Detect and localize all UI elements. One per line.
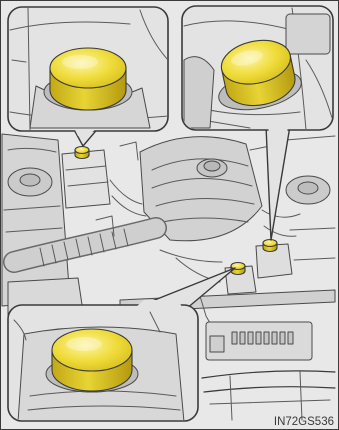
figure-code: IN72GS536	[274, 416, 334, 428]
coolant-cap	[50, 48, 126, 110]
cap-highlight	[62, 55, 98, 69]
detail-bracket	[286, 14, 330, 54]
oil-filler-cap	[204, 161, 220, 171]
small-cap-top	[75, 147, 89, 154]
fuse-rib	[248, 332, 253, 344]
cap-marker-brake	[263, 240, 277, 252]
fuse-rib	[264, 332, 269, 344]
hose-bundle	[184, 57, 214, 128]
fuse-rib	[256, 332, 261, 344]
small-cap-top	[263, 240, 277, 247]
fuse-rib	[280, 332, 285, 344]
relay-block	[210, 336, 224, 352]
fuse-rib	[240, 332, 245, 344]
left-strut-top	[20, 174, 40, 186]
fuse-rib	[272, 332, 277, 344]
coolant-reservoir	[62, 150, 110, 208]
callout-pointer-joint	[136, 300, 182, 307]
fuse-rib	[288, 332, 293, 344]
fuse-rib	[232, 332, 237, 344]
washer-fluid-cap	[52, 329, 132, 391]
cap-highlight	[66, 337, 102, 351]
right-strut-top	[298, 182, 318, 194]
callout-pointer-joint	[268, 127, 288, 138]
callout-top-left	[8, 7, 168, 146]
cap-marker-coolant	[75, 147, 89, 159]
